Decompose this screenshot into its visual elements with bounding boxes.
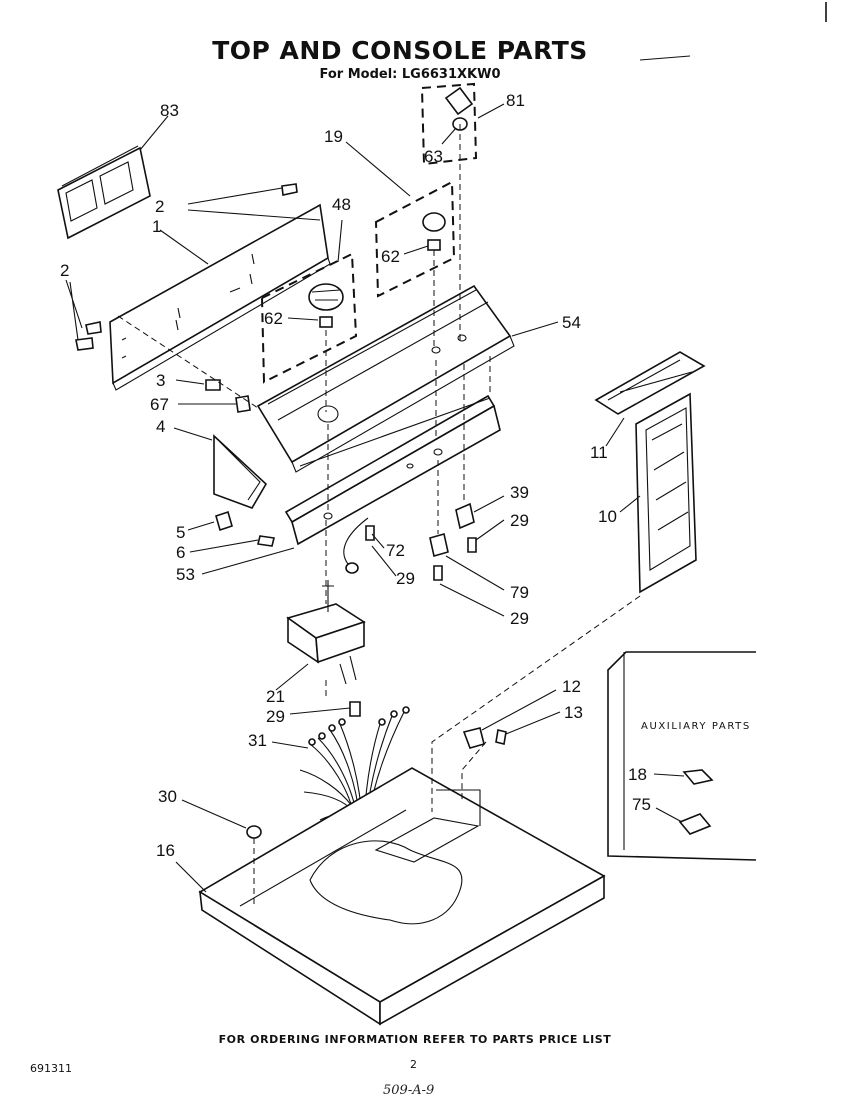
- part-2-screws: [75, 183, 298, 351]
- part-83-overlay: [57, 145, 151, 240]
- part-16-top-panel: [198, 767, 606, 1026]
- callout-29-lower: 29: [510, 609, 529, 628]
- callout-19: 19: [324, 127, 343, 146]
- part-72-wire-harness: [343, 517, 369, 574]
- leader-lines: [65, 103, 685, 893]
- callout-48: 48: [332, 195, 351, 214]
- callout-29-mid: 29: [396, 569, 415, 588]
- callout-18: 18: [628, 765, 647, 784]
- assembly-center-lines: [117, 124, 641, 906]
- part-53-console-base: [284, 394, 501, 546]
- part-10-lint-screen: [635, 392, 697, 594]
- callout-53: 53: [176, 565, 195, 584]
- callout-81: 81: [506, 91, 525, 110]
- callout-31: 31: [248, 731, 267, 750]
- callout-11: 11: [590, 443, 608, 462]
- callout-83: 83: [160, 101, 179, 120]
- callout-72: 72: [386, 541, 405, 560]
- callout-4: 4: [156, 417, 165, 436]
- callout-54: 54: [562, 313, 581, 332]
- callout-29-right: 29: [510, 511, 529, 530]
- part-19-knob-group: [374, 180, 456, 298]
- callout-79: 79: [510, 583, 529, 602]
- callout-1: 1: [152, 217, 161, 236]
- callout-63: 63: [424, 147, 443, 166]
- part-29-screws: [349, 525, 477, 717]
- callout-30: 30: [158, 787, 177, 806]
- callout-75: 75: [632, 795, 651, 814]
- callout-39: 39: [510, 483, 529, 502]
- part-18-harness-clip: [682, 769, 714, 785]
- callout-10: 10: [598, 507, 617, 526]
- document-number: 691311: [30, 1062, 72, 1075]
- callout-6: 6: [176, 543, 185, 562]
- part-5-clip: [215, 510, 233, 532]
- part-4-end-cap: [213, 434, 268, 509]
- auxiliary-parts-title: AUXILIARY PARTS: [641, 721, 751, 732]
- part-6-screw: [257, 535, 275, 547]
- part-1-console-panel: [109, 203, 331, 391]
- part-67-bushing: [235, 395, 251, 413]
- callout-62-lower: 62: [264, 309, 283, 328]
- callout-12: 12: [562, 677, 581, 696]
- part-11-lint-screen-cover: [594, 351, 706, 415]
- callout-2-top: 2: [155, 197, 164, 216]
- callout-21: 21: [266, 687, 285, 706]
- handwritten-note: 509-A-9: [383, 1083, 435, 1098]
- callout-62-upper: 62: [381, 247, 400, 266]
- part-54-console-top: [256, 284, 515, 473]
- callout-2-left: 2: [60, 261, 69, 280]
- callout-3: 3: [156, 371, 165, 390]
- part-13-screw: [495, 729, 507, 745]
- part-3-screw: [205, 379, 221, 391]
- ordering-footer-note: FOR ORDERING INFORMATION REFER TO PARTS …: [218, 1033, 612, 1046]
- callout-labels: 83 2 1 2 48 19 81 63 62 62 54 3 67 4 11 …: [60, 91, 651, 860]
- callout-13: 13: [564, 703, 583, 722]
- callout-5: 5: [176, 523, 185, 542]
- part-48-knob-group: [260, 252, 358, 384]
- part-21-timer: [286, 580, 366, 685]
- callout-16: 16: [156, 841, 175, 860]
- page-number: 2: [410, 1058, 417, 1071]
- part-79-switch: [429, 532, 449, 558]
- callout-29-timer: 29: [266, 707, 285, 726]
- part-30-grommet: [246, 825, 262, 839]
- callout-67: 67: [150, 395, 169, 414]
- part-12-bracket: [462, 727, 485, 749]
- part-75-connector: [678, 813, 712, 835]
- auxiliary-parts-frame: [607, 651, 757, 861]
- margin-tick: [639, 55, 691, 61]
- model-subtitle: For Model: LG6631XKW0: [319, 67, 501, 82]
- part-39-switch: [455, 502, 475, 530]
- diagram-title: TOP AND CONSOLE PARTS: [212, 36, 588, 65]
